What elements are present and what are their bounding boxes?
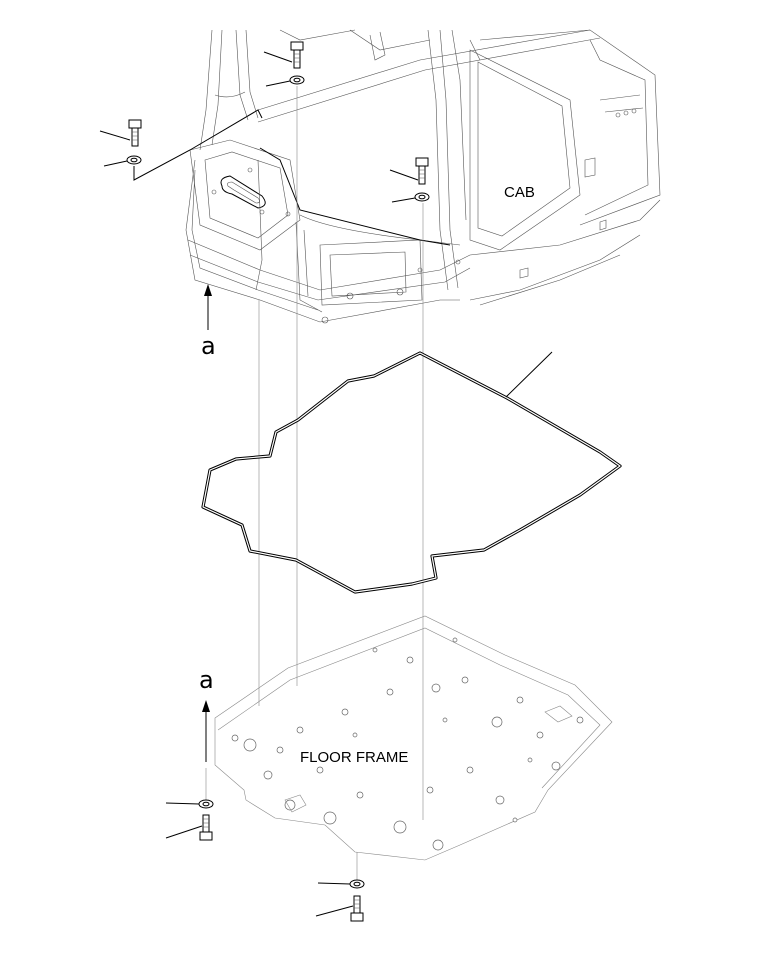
cab-bolt-left-leader bbox=[133, 109, 263, 181]
floor-bolt-left bbox=[165, 814, 213, 841]
cab-assembly bbox=[185, 29, 661, 324]
cab-washer-right bbox=[391, 192, 430, 203]
cab-washer-center bbox=[265, 75, 305, 87]
view-arrow-top: a bbox=[201, 284, 216, 360]
floor-bolt-right bbox=[315, 895, 364, 922]
view-arrow-bottom-label: a bbox=[199, 666, 214, 694]
view-arrow-bottom: a bbox=[199, 666, 214, 762]
cab-washer-left bbox=[103, 155, 142, 167]
cab-bolt-right bbox=[389, 157, 429, 185]
alignment-lines bbox=[205, 86, 424, 820]
view-arrow-top-label: a bbox=[201, 332, 216, 360]
floor-washer-left bbox=[165, 799, 214, 809]
floor-frame-holes bbox=[231, 637, 584, 851]
cab-bolt-left bbox=[99, 119, 142, 147]
floor-washer-right bbox=[317, 879, 365, 889]
cab-bolt-center bbox=[263, 41, 304, 69]
floor-frame-label: FLOOR FRAME bbox=[300, 749, 408, 766]
cab-label: CAB bbox=[504, 184, 535, 201]
gasket-leader-line bbox=[505, 351, 553, 398]
floor-frame bbox=[214, 615, 613, 861]
gasket-seal bbox=[201, 351, 622, 594]
